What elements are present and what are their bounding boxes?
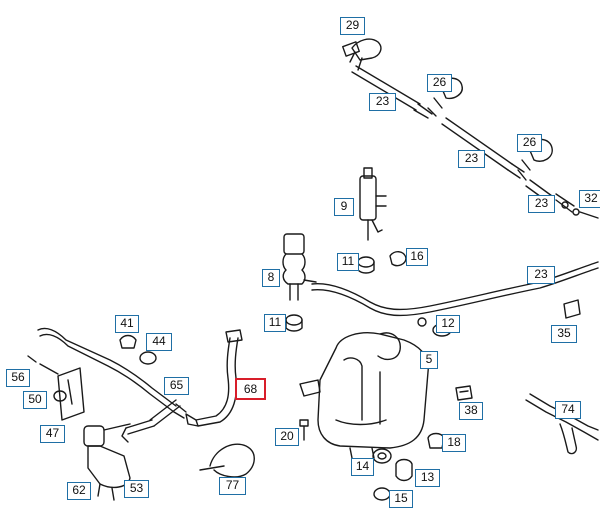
callout-8[interactable]: 8: [262, 269, 280, 287]
callout-18[interactable]: 18: [442, 434, 466, 452]
callout-47[interactable]: 47: [40, 425, 65, 443]
callout-5[interactable]: 5: [420, 351, 438, 369]
headlamp-washer-hose-assembly: [342, 38, 599, 219]
washer-pump-9: [359, 167, 387, 241]
callout-53[interactable]: 53: [124, 480, 149, 498]
callout-15[interactable]: 15: [389, 490, 413, 508]
plug-16: [389, 251, 407, 267]
callout-23[interactable]: 23: [527, 266, 555, 284]
washer-pump-8: [282, 233, 317, 301]
callout-65[interactable]: 65: [164, 377, 189, 395]
hose-65: [37, 327, 177, 413]
callout-11[interactable]: 11: [264, 314, 286, 332]
callout-29[interactable]: 29: [340, 17, 365, 35]
callout-38[interactable]: 38: [459, 402, 483, 420]
callout-12[interactable]: 12: [436, 315, 460, 333]
callout-41[interactable]: 41: [115, 315, 139, 333]
callout-16[interactable]: 16: [406, 248, 428, 266]
callout-44[interactable]: 44: [146, 333, 172, 351]
grommet-13: [395, 458, 413, 482]
clip-41: [119, 334, 137, 349]
grommet-11b: [285, 314, 303, 326]
clip-38: [455, 385, 473, 401]
callout-77[interactable]: 77: [219, 477, 246, 495]
callout-68[interactable]: 68: [235, 378, 266, 400]
callout-20[interactable]: 20: [275, 428, 299, 446]
ring-15: [373, 487, 391, 501]
seal-14: [372, 448, 392, 464]
callout-35[interactable]: 35: [551, 325, 577, 343]
callout-32[interactable]: 32: [579, 190, 600, 208]
strap-77: [199, 443, 255, 478]
pump-53: [83, 423, 131, 501]
callout-13[interactable]: 13: [415, 469, 440, 487]
callout-50[interactable]: 50: [23, 391, 47, 409]
washer-reservoir-5: [299, 332, 429, 459]
callout-26[interactable]: 26: [427, 74, 452, 92]
screw-20: [299, 419, 309, 441]
bracket-47: [27, 355, 85, 421]
hose-68: [195, 337, 239, 427]
grommet-44: [139, 351, 157, 365]
callout-26[interactable]: 26: [517, 134, 542, 152]
grommet-11a: [357, 256, 375, 268]
callout-62[interactable]: 62: [67, 482, 91, 500]
callout-23[interactable]: 23: [528, 195, 555, 213]
callout-11[interactable]: 11: [337, 253, 359, 271]
callout-14[interactable]: 14: [351, 458, 374, 476]
callout-56[interactable]: 56: [6, 369, 30, 387]
callout-23[interactable]: 23: [458, 150, 485, 168]
clip-35: [563, 299, 581, 319]
callout-23[interactable]: 23: [369, 93, 396, 111]
callout-9[interactable]: 9: [334, 198, 354, 216]
callout-74[interactable]: 74: [555, 401, 581, 419]
